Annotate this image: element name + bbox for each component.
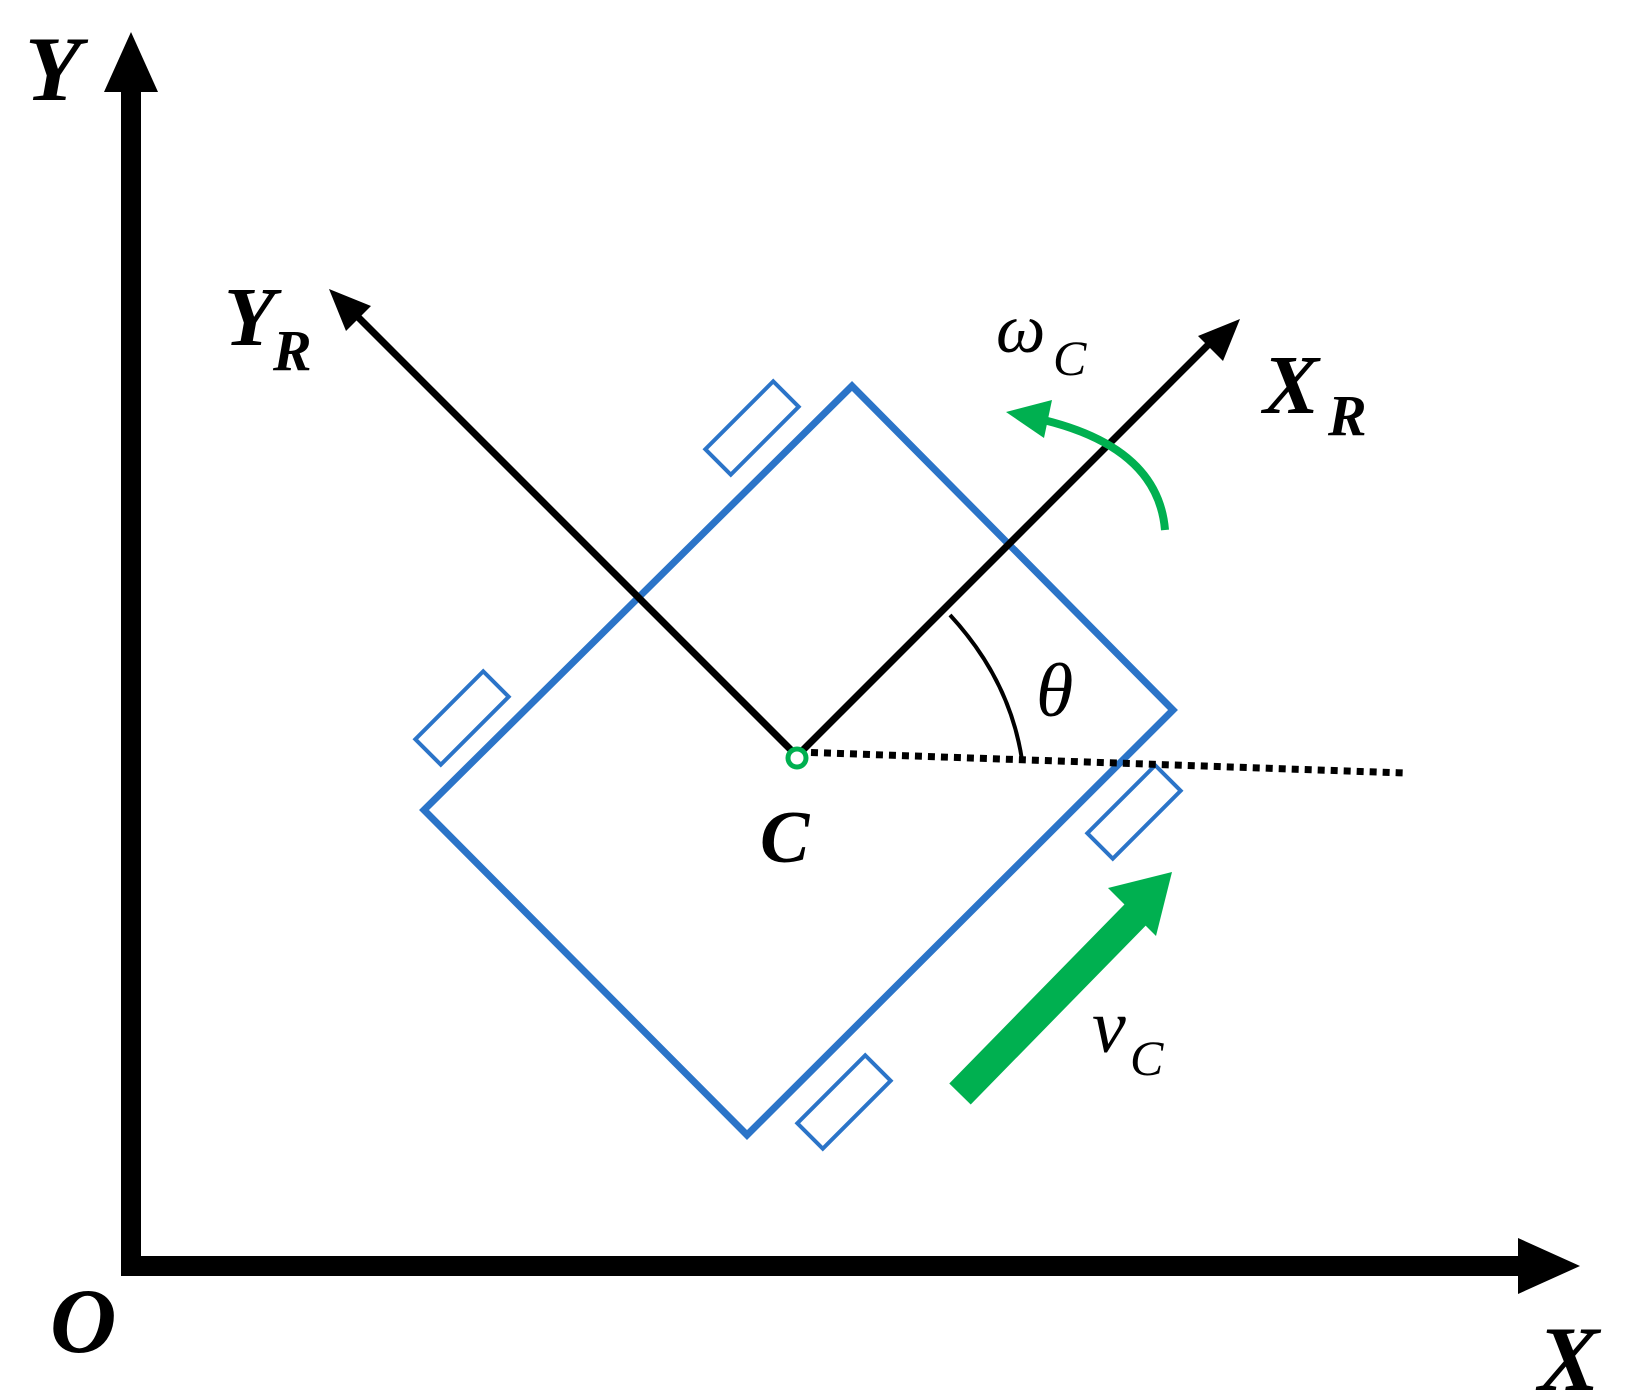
robot-body (412, 378, 1184, 1152)
omega-subscript: C (1053, 330, 1087, 386)
wheel-bottom (794, 1052, 894, 1152)
robot-y-label: Y (224, 271, 282, 364)
world-axes (104, 32, 1580, 1294)
center-label: C (760, 797, 811, 879)
world-x-axis-arrowhead (1518, 1238, 1580, 1294)
wheel-left (412, 668, 512, 768)
angular-velocity-arrowhead (1006, 400, 1052, 438)
wheel-right (1084, 762, 1184, 862)
velocity-label: v (1092, 985, 1126, 1069)
robot-axes (329, 289, 1240, 759)
robot-y-subscript: R (272, 318, 312, 383)
world-y-axis-arrowhead (104, 32, 158, 92)
x-axis-label: X (1535, 1308, 1602, 1397)
angular-velocity-arc (1034, 414, 1169, 531)
theta-label: θ (1036, 649, 1073, 733)
linear-velocity-shaft (949, 899, 1151, 1105)
linear-velocity-arrowhead (1108, 872, 1172, 936)
wheel-top (702, 378, 802, 478)
labels: O X Y Y R X R ω C v C θ C (25, 18, 1602, 1397)
robot-x-axis (794, 337, 1216, 759)
omega-label: ω (996, 291, 1045, 368)
robot-x-subscript: R (1327, 383, 1367, 448)
robot-x-label: X (1260, 339, 1321, 432)
robot-chassis (419, 381, 1178, 1140)
y-axis-label: Y (25, 18, 89, 120)
center-point (785, 746, 809, 770)
heading-reference-line (797, 748, 1406, 777)
robot-y-axis-arrowhead (329, 289, 371, 331)
theta-arc (948, 613, 1024, 761)
origin-label: O (50, 1270, 116, 1372)
robot-x-axis-arrowhead (1198, 319, 1240, 361)
velocity-subscript: C (1130, 1030, 1164, 1086)
robot-y-axis (349, 308, 800, 759)
